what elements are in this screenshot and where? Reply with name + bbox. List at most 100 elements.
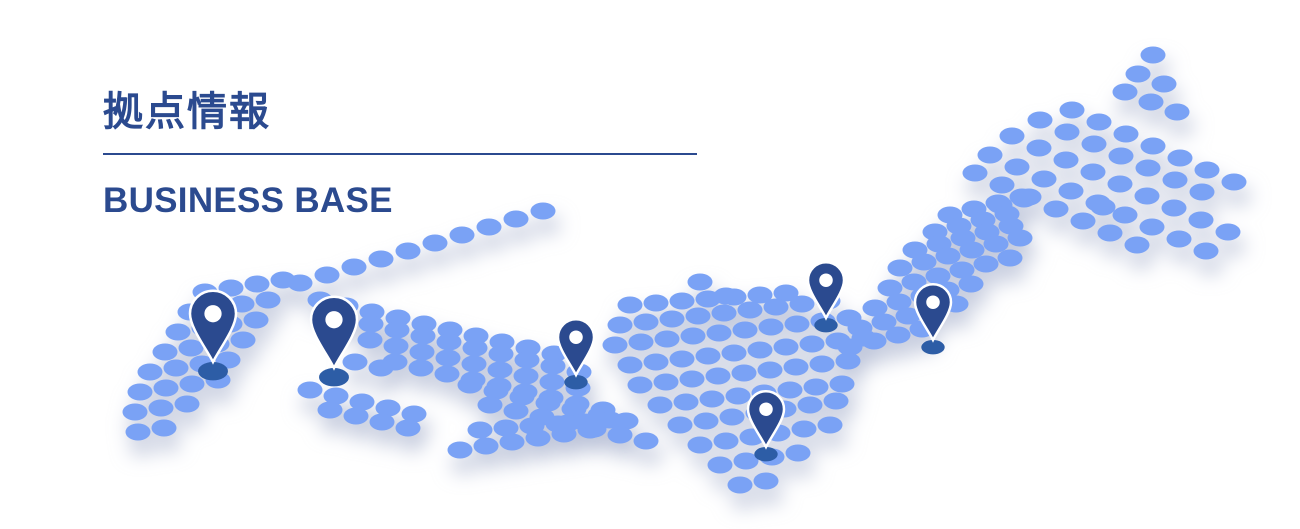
map-dot xyxy=(509,388,535,406)
map-dot xyxy=(1161,199,1187,217)
map-dot xyxy=(1097,224,1123,242)
map-dot xyxy=(503,210,529,228)
map-dot xyxy=(935,247,961,265)
map-dot xyxy=(1139,218,1165,236)
map-dot xyxy=(977,146,1003,164)
map-dot xyxy=(773,338,799,356)
map-dot xyxy=(1026,139,1052,157)
map-dots xyxy=(122,46,1247,494)
dot-shadow xyxy=(400,434,424,450)
map-dot xyxy=(179,375,205,393)
map-dot xyxy=(163,359,189,377)
map-dot xyxy=(368,250,394,268)
map-dot xyxy=(799,335,825,353)
pin-base xyxy=(319,368,349,387)
dot-shadow xyxy=(1063,197,1087,213)
map-dot xyxy=(643,353,669,371)
pin-body xyxy=(188,289,238,365)
map-dot xyxy=(707,456,733,474)
dot-shadow xyxy=(156,434,180,450)
map-dot xyxy=(436,333,462,351)
map-dot xyxy=(395,419,421,437)
pin-body xyxy=(913,282,953,343)
map-dot xyxy=(435,349,461,367)
map-dot xyxy=(1113,125,1139,143)
map-dot xyxy=(607,316,633,334)
map-dot xyxy=(607,426,633,444)
map-dot xyxy=(571,413,597,431)
map-dot xyxy=(789,295,815,313)
map-dot xyxy=(669,350,695,368)
location-pin-icon[interactable] xyxy=(309,295,359,387)
map-dot xyxy=(871,313,897,331)
map-dot xyxy=(462,339,488,357)
map-dot xyxy=(178,339,204,357)
dot-shadow xyxy=(210,386,234,402)
map-dot xyxy=(1164,103,1190,121)
map-dot xyxy=(1194,161,1220,179)
map-dot xyxy=(314,266,340,284)
map-dot xyxy=(1090,198,1116,216)
map-dot xyxy=(467,421,493,439)
location-pin-icon[interactable] xyxy=(746,389,786,462)
map-dot xyxy=(1080,163,1106,181)
map-dot xyxy=(835,352,861,370)
map-dot xyxy=(461,355,487,373)
map-dot xyxy=(695,347,721,365)
map-dot xyxy=(773,284,799,302)
map-dot xyxy=(617,356,643,374)
map-dot xyxy=(851,329,877,347)
map-dot xyxy=(270,271,296,289)
map-dot xyxy=(719,408,745,426)
location-pin-icon[interactable] xyxy=(556,317,596,390)
map-dot xyxy=(797,396,823,414)
dot-shadow xyxy=(890,341,914,357)
map-dot xyxy=(357,331,383,349)
map-dot xyxy=(1054,123,1080,141)
dot-shadow xyxy=(1139,202,1163,218)
dot-shadow xyxy=(373,265,397,281)
map-dot xyxy=(434,365,460,383)
location-pin-icon[interactable] xyxy=(913,282,953,355)
map-dot xyxy=(732,321,758,339)
map-dot xyxy=(809,355,835,373)
map-dot xyxy=(385,309,411,327)
dot-shadow xyxy=(400,257,424,273)
map-dot xyxy=(733,452,759,470)
dot-shadow xyxy=(179,410,203,426)
map-dot xyxy=(375,399,401,417)
map-dot xyxy=(959,241,985,259)
dot-shadow xyxy=(508,225,532,241)
location-pin-icon[interactable] xyxy=(188,289,238,381)
dot-shadow xyxy=(1140,174,1164,190)
dot-shadow xyxy=(347,368,371,384)
map-dot xyxy=(1058,182,1084,200)
map-dot xyxy=(886,293,912,311)
dot-shadow xyxy=(322,416,346,432)
location-pin-icon[interactable] xyxy=(806,260,846,333)
map-dot xyxy=(901,273,927,291)
map-dot xyxy=(777,381,803,399)
map-dot xyxy=(895,307,921,325)
map-dot xyxy=(487,361,513,379)
page-title: 拠点情報 xyxy=(103,89,271,135)
map-dot xyxy=(721,288,747,306)
map-dot xyxy=(737,301,763,319)
map-dot xyxy=(127,383,153,401)
map-dot xyxy=(973,255,999,273)
map-dot xyxy=(323,387,349,405)
map-dot xyxy=(349,393,375,411)
map-dot xyxy=(673,393,699,411)
map-dot xyxy=(384,321,410,339)
map-dot xyxy=(342,353,368,371)
section-header: 拠点情報 BUSINESS BASE xyxy=(103,88,697,221)
pin-base xyxy=(754,447,778,462)
dot-shadow xyxy=(982,161,1006,177)
map-dot xyxy=(383,337,409,355)
map-dot xyxy=(483,382,509,400)
page-subtitle: BUSINESS BASE xyxy=(103,181,393,220)
dot-shadow xyxy=(504,448,528,464)
map-dot xyxy=(628,333,654,351)
map-dot xyxy=(477,396,503,414)
map-dot xyxy=(165,323,191,341)
